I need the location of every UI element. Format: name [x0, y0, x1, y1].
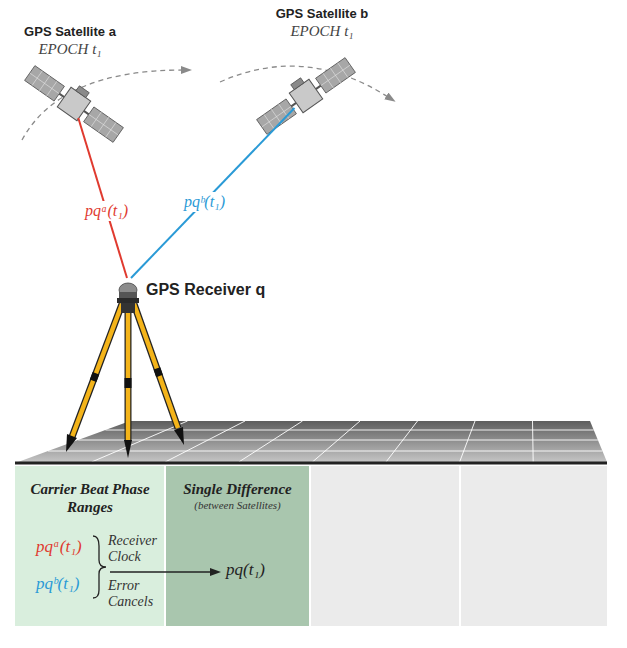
- range-label: pqᵃ(t₁): [83, 201, 130, 221]
- panel-grid: [84, 107, 124, 142]
- difference-formula: pq(t₁): [226, 560, 265, 580]
- satellite-antenna: [76, 86, 89, 98]
- label-holder: pq(t₁): [226, 560, 265, 580]
- panel-divider: [165, 466, 460, 626]
- solar-panel: [84, 107, 124, 142]
- satellite-node: GPS Satellite bEPOCH t₁: [262, 6, 382, 108]
- satellite-node: GPS Satellite aEPOCH t₁: [5, 24, 135, 118]
- ground-edge: [15, 462, 607, 465]
- panel-ground: [310, 466, 460, 626]
- tripod: [66, 303, 184, 458]
- tripod-leg: [134, 304, 178, 428]
- result-arrow: [110, 571, 212, 573]
- satellite-antenna: [291, 78, 304, 90]
- brace: [93, 536, 106, 598]
- tripod-leg: [72, 304, 122, 437]
- leg-tip: [124, 440, 132, 458]
- solar-panel: [316, 58, 356, 93]
- panel-ground: [460, 466, 607, 626]
- receiver-dome: [119, 283, 137, 297]
- label-holder: pqᵃ(t₁): [83, 201, 130, 221]
- label-holder: pqᵃ(t₁): [36, 537, 82, 557]
- panel-subheading: (between Satellites): [173, 498, 302, 512]
- leg-band: [125, 378, 132, 388]
- tripod-leg: [134, 304, 178, 428]
- satellite-name: GPS Satellite b: [266, 6, 378, 22]
- panel-ground: [165, 466, 310, 626]
- leg-tip: [174, 427, 184, 445]
- tripod-clamp: [121, 303, 135, 313]
- satellite-name: GPS Satellite a: [9, 24, 131, 40]
- panel-grid: [316, 58, 356, 93]
- label-holder: pqᵇ(t₁): [36, 574, 80, 594]
- panel-heading: Carrier Beat Phase Ranges: [23, 480, 157, 516]
- receiver-base: [119, 292, 137, 298]
- ground-grid: [18, 421, 607, 462]
- tripod-leg: [125, 304, 132, 441]
- leg-band: [157, 368, 160, 376]
- panel-heading: Single Difference: [173, 480, 302, 498]
- panel-grid: [25, 66, 65, 101]
- satellite-b: [251, 50, 357, 137]
- tripod-leg: [126, 304, 131, 441]
- solar-panel: [25, 66, 65, 101]
- epoch-label: EPOCH t₁: [9, 40, 131, 58]
- range-formula: pqᵇ(t₁): [36, 574, 80, 594]
- range-formula: pqᵃ(t₁): [36, 537, 82, 557]
- range-label: pqᵇ(t₁): [182, 192, 227, 212]
- epoch-label: EPOCH t₁: [266, 22, 378, 40]
- receiver-node: GPS Receiver q: [112, 278, 274, 302]
- receiver-name: GPS Receiver q: [146, 280, 268, 300]
- tripod-leg: [72, 304, 122, 437]
- leg-tip: [66, 434, 77, 452]
- panel-grid: [257, 99, 297, 134]
- note-text: Error Cancels: [108, 578, 170, 610]
- label-holder: pqᵇ(t₁): [182, 192, 227, 212]
- label-holder: Error Cancels: [108, 578, 170, 610]
- note-text: Receiver Clock: [108, 533, 170, 565]
- range-line: [78, 118, 127, 278]
- receiver-plate: [117, 298, 139, 303]
- receiver-icon: [117, 283, 139, 303]
- satellite-a: [23, 58, 129, 145]
- label-holder: Receiver Clock: [108, 533, 170, 565]
- range-line: [131, 108, 295, 278]
- solar-panel: [257, 99, 297, 134]
- difference-panel: Single Difference(between Satellites): [165, 466, 310, 626]
- leg-band: [93, 373, 96, 380]
